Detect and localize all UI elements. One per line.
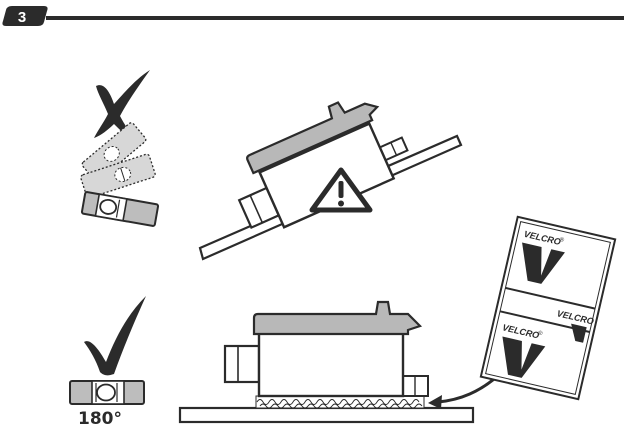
velcro-strip bbox=[255, 395, 425, 409]
rotation-label: 180° bbox=[78, 409, 122, 429]
velcro-reg-mark: ® bbox=[559, 236, 565, 244]
level-180 bbox=[69, 380, 145, 405]
step-badge bbox=[2, 6, 48, 26]
check-icon bbox=[84, 296, 146, 376]
servo-level bbox=[223, 300, 429, 398]
step-number: 3 bbox=[18, 9, 26, 26]
header-rule bbox=[46, 16, 624, 20]
flat-board bbox=[178, 406, 475, 424]
tilted-level-bad bbox=[80, 122, 160, 227]
velcro-reg-mark-3: ® bbox=[537, 330, 543, 338]
servo-tilted bbox=[237, 101, 409, 230]
cross-icon bbox=[94, 70, 150, 138]
warning-triangle-icon bbox=[309, 167, 373, 213]
step-header: 3 bbox=[2, 6, 624, 26]
velcro-pad: VELCRO ® VELCRO VELCRO ® bbox=[479, 215, 617, 401]
